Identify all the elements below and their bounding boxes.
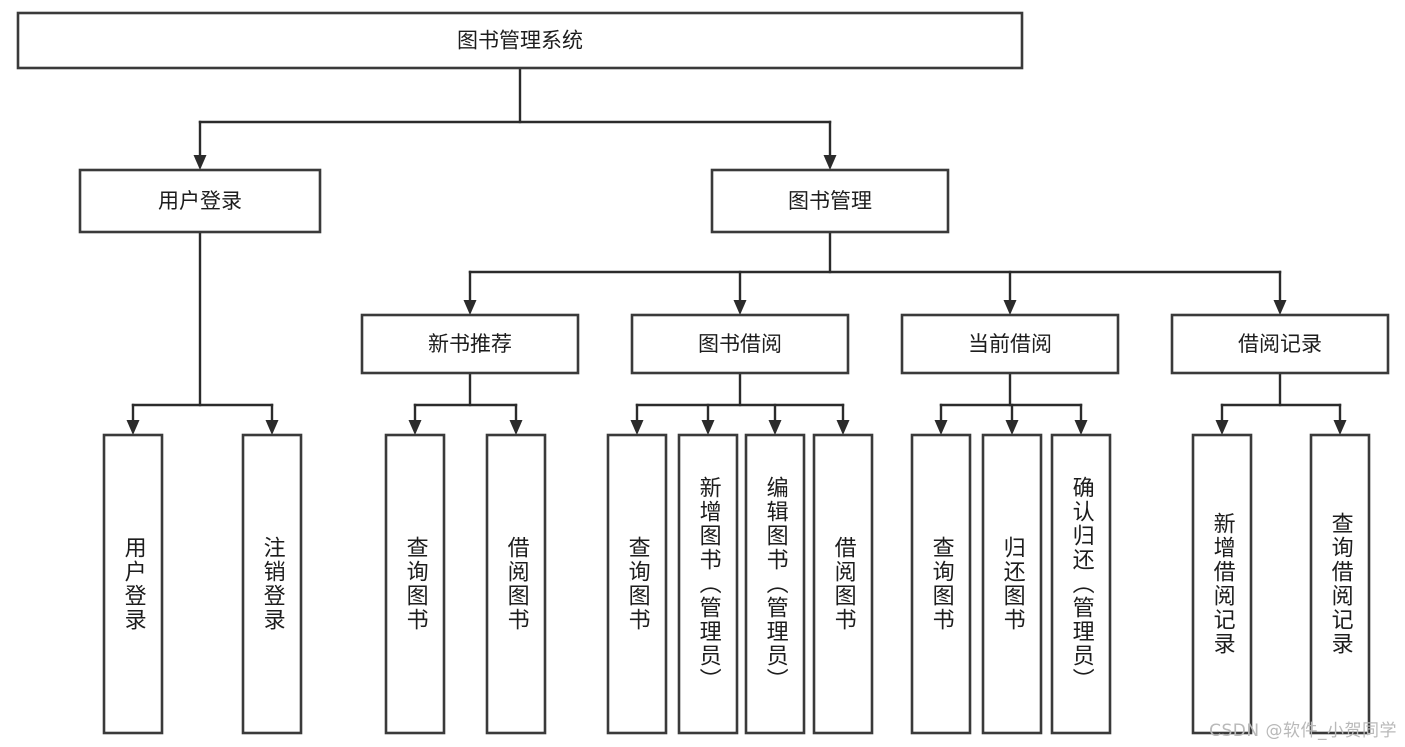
arrow-head-icon: [1003, 300, 1017, 315]
leaf-leaf-logout-login[interactable]: [241, 433, 303, 735]
arrow-head-icon: [733, 300, 747, 315]
watermark-text: CSDN @软件_小贺同学: [1209, 721, 1397, 741]
arrow-head-icon: [1273, 300, 1287, 315]
leaf-leaf-add-book-admin[interactable]: [677, 433, 739, 735]
node-root[interactable]: [16, 11, 1024, 70]
node-book-manage[interactable]: [710, 168, 950, 234]
arrow-head-icon: [768, 420, 782, 435]
arrow-head-icon: [1333, 420, 1347, 435]
arrow-head-icon: [823, 155, 837, 170]
leaf-leaf-query-book-rec[interactable]: [384, 433, 446, 735]
leaf-leaf-add-borrow-record[interactable]: [1191, 433, 1253, 735]
leaf-leaf-confirm-return-admin[interactable]: [1050, 433, 1112, 735]
leaf-leaf-query-book-current[interactable]: [910, 433, 972, 735]
arrow-head-icon: [408, 420, 422, 435]
node-label-borrow-record: 借阅记录: [1238, 332, 1322, 356]
leaf-leaf-query-book-borrow[interactable]: [606, 433, 668, 735]
arrow-head-icon: [630, 420, 644, 435]
leaf-leaf-borrow-book[interactable]: [812, 433, 874, 735]
arrow-head-icon: [1074, 420, 1088, 435]
arrow-head-icon: [126, 420, 140, 435]
leaf-leaf-query-borrow-record[interactable]: [1309, 433, 1371, 735]
arrow-head-icon: [265, 420, 279, 435]
arrow-head-icon: [701, 420, 715, 435]
node-label-book-borrow: 图书借阅: [698, 332, 782, 356]
leaf-leaf-edit-book-admin[interactable]: [744, 433, 806, 735]
arrow-head-icon: [193, 155, 207, 170]
node-label-current-borrow: 当前借阅: [968, 332, 1052, 356]
leaf-leaf-borrow-book-rec[interactable]: [485, 433, 547, 735]
arrow-head-icon: [509, 420, 523, 435]
arrow-head-icon: [1005, 420, 1019, 435]
node-label-user-login: 用户登录: [158, 189, 242, 213]
node-label-book-manage: 图书管理: [788, 189, 872, 213]
arrow-head-icon: [463, 300, 477, 315]
arrow-head-icon: [1215, 420, 1229, 435]
node-label-root: 图书管理系统: [457, 29, 583, 53]
arrow-head-icon: [934, 420, 948, 435]
arrow-head-icon: [836, 420, 850, 435]
leaf-leaf-return-book[interactable]: [981, 433, 1043, 735]
connector-lines-layer: [126, 66, 1347, 435]
node-new-book-recommend[interactable]: [360, 313, 580, 375]
node-user-login[interactable]: [78, 168, 322, 234]
node-current-borrow[interactable]: [900, 313, 1120, 375]
node-book-borrow[interactable]: [630, 313, 850, 375]
leaf-leaf-user-login[interactable]: [102, 433, 164, 735]
node-borrow-record[interactable]: [1170, 313, 1390, 375]
node-label-new-book-recommend: 新书推荐: [428, 332, 512, 356]
